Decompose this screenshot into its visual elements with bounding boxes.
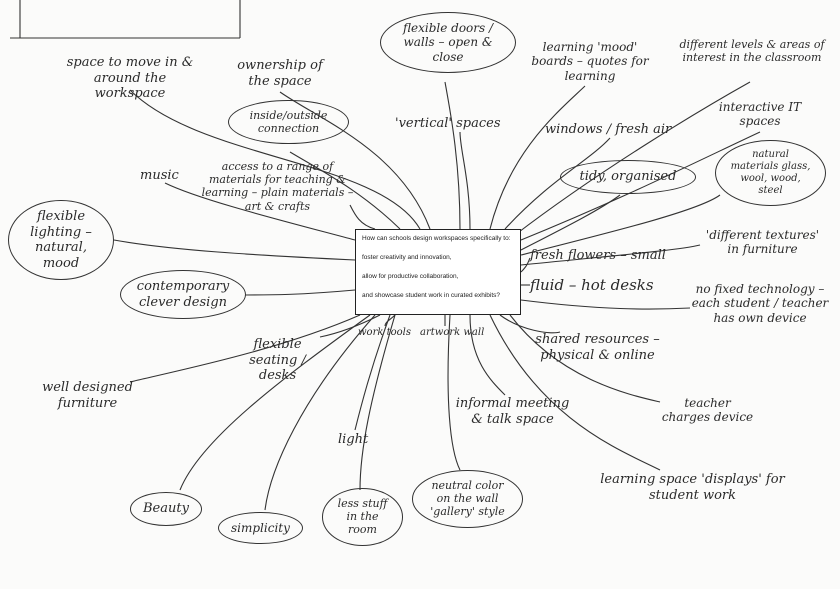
idea-bubble: natural materials glass, wool, wood, ste… xyxy=(715,140,826,206)
idea-bubble: less stuff in the room xyxy=(322,488,403,546)
question-line: allow for productive collaboration, xyxy=(362,273,459,280)
idea-label: teacher charges device xyxy=(661,396,754,425)
idea-label: windows / fresh air xyxy=(545,122,672,137)
idea-bubble: Beauty xyxy=(130,492,202,526)
idea-bubble: neutral color on the wall 'gallery' styl… xyxy=(412,470,523,528)
idea-label: 'vertical' spaces xyxy=(395,116,501,131)
idea-bubble: flexible doors / walls – open & close xyxy=(380,12,516,74)
idea-label: well designed furniture xyxy=(42,380,133,411)
idea-bubble: simplicity xyxy=(218,512,303,545)
idea-bubble: flexible lighting – natural, mood xyxy=(8,200,114,281)
idea-label: different levels & areas of interest in … xyxy=(679,38,825,65)
idea-label: access to a range of materials for teach… xyxy=(201,160,354,213)
idea-label: no fixed technology – each student / tea… xyxy=(691,282,829,325)
idea-label: music xyxy=(140,168,179,183)
central-question-box: How can schools design workspaces specif… xyxy=(355,229,521,315)
idea-bubble: contemporary clever design xyxy=(120,270,246,320)
idea-label: ownership of the space xyxy=(237,58,323,89)
idea-label: interactive IT spaces xyxy=(718,100,802,129)
idea-label: flexible seating / desks xyxy=(249,337,306,384)
idea-label: 'different textures' in furniture xyxy=(705,228,820,257)
question-line: How can schools design workspaces specif… xyxy=(362,235,511,242)
idea-label: fluid – hot desks xyxy=(530,276,654,294)
idea-label: space to move in & around the workspace xyxy=(66,55,194,102)
idea-bubble: inside/outside connection xyxy=(228,100,349,145)
idea-bubble: tidy, organised xyxy=(560,160,696,194)
idea-label: work tools xyxy=(358,327,411,338)
idea-label: light xyxy=(338,432,369,447)
idea-label: informal meeting & talk space xyxy=(455,396,570,427)
idea-label: learning space 'displays' for student wo… xyxy=(600,472,785,503)
idea-label: learning 'mood' boards – quotes for lear… xyxy=(531,40,649,83)
question-line: and showcase student work in curated exh… xyxy=(362,292,501,299)
idea-label: shared resources – physical & online xyxy=(535,332,660,363)
idea-label: artwork wall xyxy=(420,327,485,338)
question-line: foster creativity and innovation, xyxy=(362,254,452,261)
idea-label: fresh flowers – small xyxy=(530,248,666,263)
